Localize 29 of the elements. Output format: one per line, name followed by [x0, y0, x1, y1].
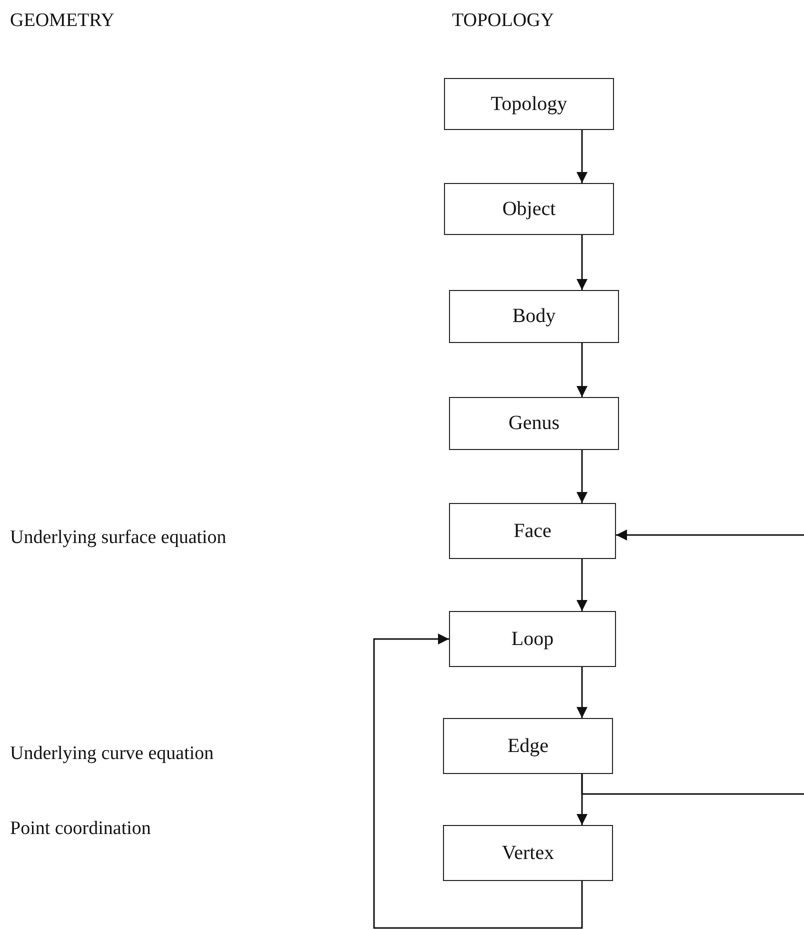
process-box: [449, 397, 619, 450]
process-box: [444, 183, 614, 235]
arrow: [616, 530, 804, 540]
box-label: Genus: [508, 412, 560, 435]
box-label: Vertex: [502, 842, 554, 864]
process-box: [449, 290, 619, 343]
arrow: [576, 130, 588, 183]
arrow: [576, 559, 588, 611]
column-heading: TOPOLOGY: [452, 10, 554, 32]
process-box: [449, 503, 616, 559]
arrow: [576, 343, 588, 397]
box-label: Face: [514, 520, 552, 542]
process-box: [444, 78, 614, 130]
box-label: Loop: [511, 628, 554, 650]
box-label: Body: [512, 305, 556, 328]
arrow: [576, 235, 588, 290]
process-box: [449, 611, 616, 667]
box-label: Edge: [507, 734, 549, 758]
process-box: [443, 718, 613, 774]
geometry-label: Point coordination: [10, 818, 151, 840]
column-heading: GEOMETRY: [10, 10, 114, 32]
arrow: [576, 667, 588, 718]
process-box: [443, 825, 613, 881]
arrow: [576, 450, 588, 503]
box-label: Object: [502, 198, 556, 220]
geometry-label: Underlying surface equation: [10, 527, 226, 549]
geometry-label: Underlying curve equation: [10, 743, 214, 765]
box-label: Topology: [490, 92, 568, 116]
arrow: [373, 634, 583, 929]
